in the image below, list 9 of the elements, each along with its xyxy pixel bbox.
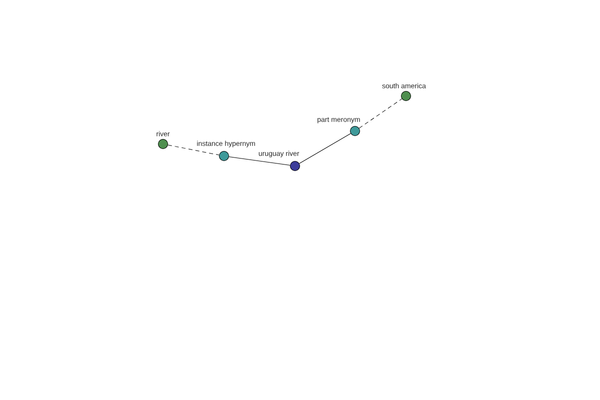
node-circle <box>350 126 360 136</box>
connector-line <box>168 144 220 156</box>
node-circle <box>219 151 229 161</box>
connector-line <box>358 98 402 128</box>
connector-line <box>228 156 290 166</box>
node-circle <box>290 161 300 171</box>
node-circle <box>158 139 168 149</box>
node-circle <box>401 91 411 101</box>
connector-line <box>299 133 351 164</box>
